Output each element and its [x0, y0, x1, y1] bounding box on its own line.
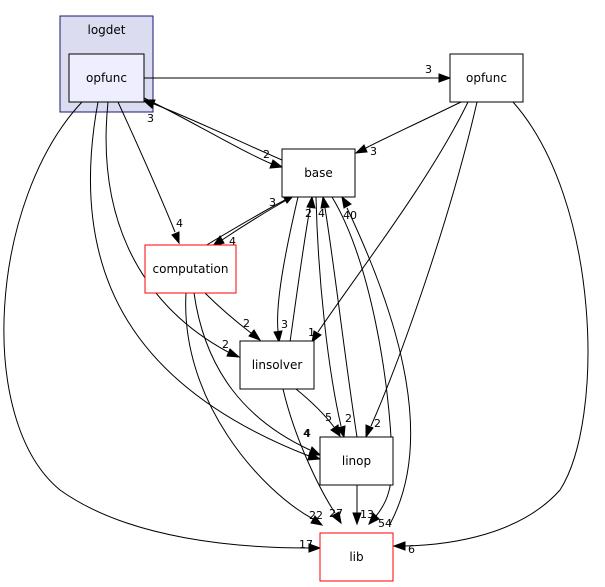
edge-label-linop-to-base: 4	[318, 207, 325, 220]
cluster-logdet-label: logdet	[88, 23, 126, 37]
edge-label-opfunc-outer-to-linop: 2	[374, 417, 381, 430]
edge-linsolver-to-base[interactable]: 2	[289, 195, 316, 343]
node-opfunc-inner[interactable]: opfunc	[68, 53, 145, 103]
edge-computation-to-linsolver[interactable]: 2	[204, 292, 262, 341]
edge-opfunc-outer-to-lib[interactable]: 6	[392, 101, 589, 556]
edge-base-to-linsolver[interactable]: 3	[273, 196, 299, 344]
node-linop-label: linop	[342, 454, 371, 468]
edge-lib-to-base[interactable]: 40	[341, 195, 412, 525]
edge-label-opfunc-inner-to-linop: 4	[304, 427, 311, 440]
edge-opfunc-inner-to-linsolver[interactable]: 2	[105, 101, 241, 358]
edge-opfunc-inner-to-lib[interactable]: 17	[3, 101, 322, 553]
edge-base-to-lib[interactable]: 54	[331, 196, 393, 530]
node-opfunc-inner-box	[68, 53, 145, 103]
edge-label-linop-to-lib: 13	[360, 508, 374, 521]
edge-label-base-to-computation: 4	[229, 235, 236, 248]
node-base-label: base	[304, 166, 333, 180]
edge-linop-to-base[interactable]: 4	[318, 195, 358, 438]
node-computation[interactable]: computation	[144, 244, 237, 294]
edge-label-opfunc-inner-to-base: 2	[263, 148, 270, 161]
node-lib-box	[319, 532, 394, 582]
node-linsolver-box	[239, 340, 315, 390]
node-base[interactable]: base	[281, 148, 356, 198]
edge-base-to-linop[interactable]: 2	[315, 196, 352, 439]
edge-opfunc-outer-to-linop[interactable]: 2	[365, 101, 478, 439]
edge-label-opfunc-inner-to-linsolver: 2	[222, 338, 229, 351]
node-opfunc-outer-box	[449, 53, 524, 103]
node-base-box	[281, 148, 356, 198]
edge-opfunc-outer-to-base[interactable]: 3	[354, 101, 462, 158]
edge-label-opfunc-inner-to-lib: 17	[299, 538, 313, 551]
edge-opfunc-inner-to-computation[interactable]: 4	[117, 101, 183, 245]
edge-computation-to-lib[interactable]: 22	[185, 292, 324, 526]
node-linop-box	[319, 436, 394, 486]
edge-label-computation-to-base: 3	[269, 196, 276, 209]
edge-base-to-opfunc-inner[interactable]: 3	[141, 99, 283, 161]
edge-label-computation-to-linsolver: 2	[243, 317, 250, 330]
edge-linop-to-lib[interactable]: 13	[352, 485, 374, 526]
edge-label-computation-to-linop: 4	[303, 427, 310, 440]
node-opfunc-inner-label: opfunc	[86, 71, 127, 85]
node-linsolver-label: linsolver	[252, 358, 303, 372]
edge-label-opfunc-outer-to-base: 3	[370, 145, 377, 158]
node-lib-label: lib	[349, 550, 363, 564]
node-lib[interactable]: lib	[319, 532, 394, 582]
node-computation-label: computation	[153, 262, 229, 276]
edge-computation-to-base[interactable]: 3	[204, 194, 296, 247]
edge-computation-to-linop[interactable]: 4	[193, 292, 322, 456]
node-linsolver[interactable]: linsolver	[239, 340, 315, 390]
node-opfunc-outer[interactable]: opfunc	[449, 53, 524, 103]
edge-label-base-to-linsolver: 3	[281, 318, 288, 331]
edge-label-opfunc-inner-to-computation: 4	[176, 217, 183, 230]
edge-label-lib-to-base: 40	[343, 209, 357, 222]
node-linop[interactable]: linop	[319, 436, 394, 486]
node-computation-box	[144, 244, 237, 294]
edge-opfunc-outer-to-linsolver[interactable]: 1	[308, 101, 469, 344]
node-opfunc-outer-label: opfunc	[466, 71, 507, 85]
edge-base-to-computation[interactable]: 4	[211, 196, 293, 248]
edge-label-opfunc-outer-to-linsolver: 1	[308, 326, 315, 339]
edge-linsolver-to-lib[interactable]: 27	[282, 388, 343, 525]
edge-label-opfunc-inner-to-opfunc-outer: 3	[425, 63, 432, 76]
edge-label-base-to-lib: 54	[378, 517, 392, 530]
edge-label-linsolver-to-lib: 27	[329, 507, 343, 520]
edge-opfunc-inner-to-opfunc-outer[interactable]: 3	[144, 63, 452, 83]
edge-label-linsolver-to-base: 2	[305, 207, 312, 220]
edge-label-linsolver-to-linop: 5	[325, 411, 332, 424]
edge-label-base-to-opfunc-inner: 3	[147, 112, 154, 125]
edge-linsolver-to-linop[interactable]: 5	[295, 388, 341, 438]
edge-label-opfunc-outer-to-lib: 6	[408, 543, 415, 556]
edge-label-base-to-linop: 2	[345, 412, 352, 425]
edge-label-computation-to-lib: 22	[309, 509, 323, 522]
